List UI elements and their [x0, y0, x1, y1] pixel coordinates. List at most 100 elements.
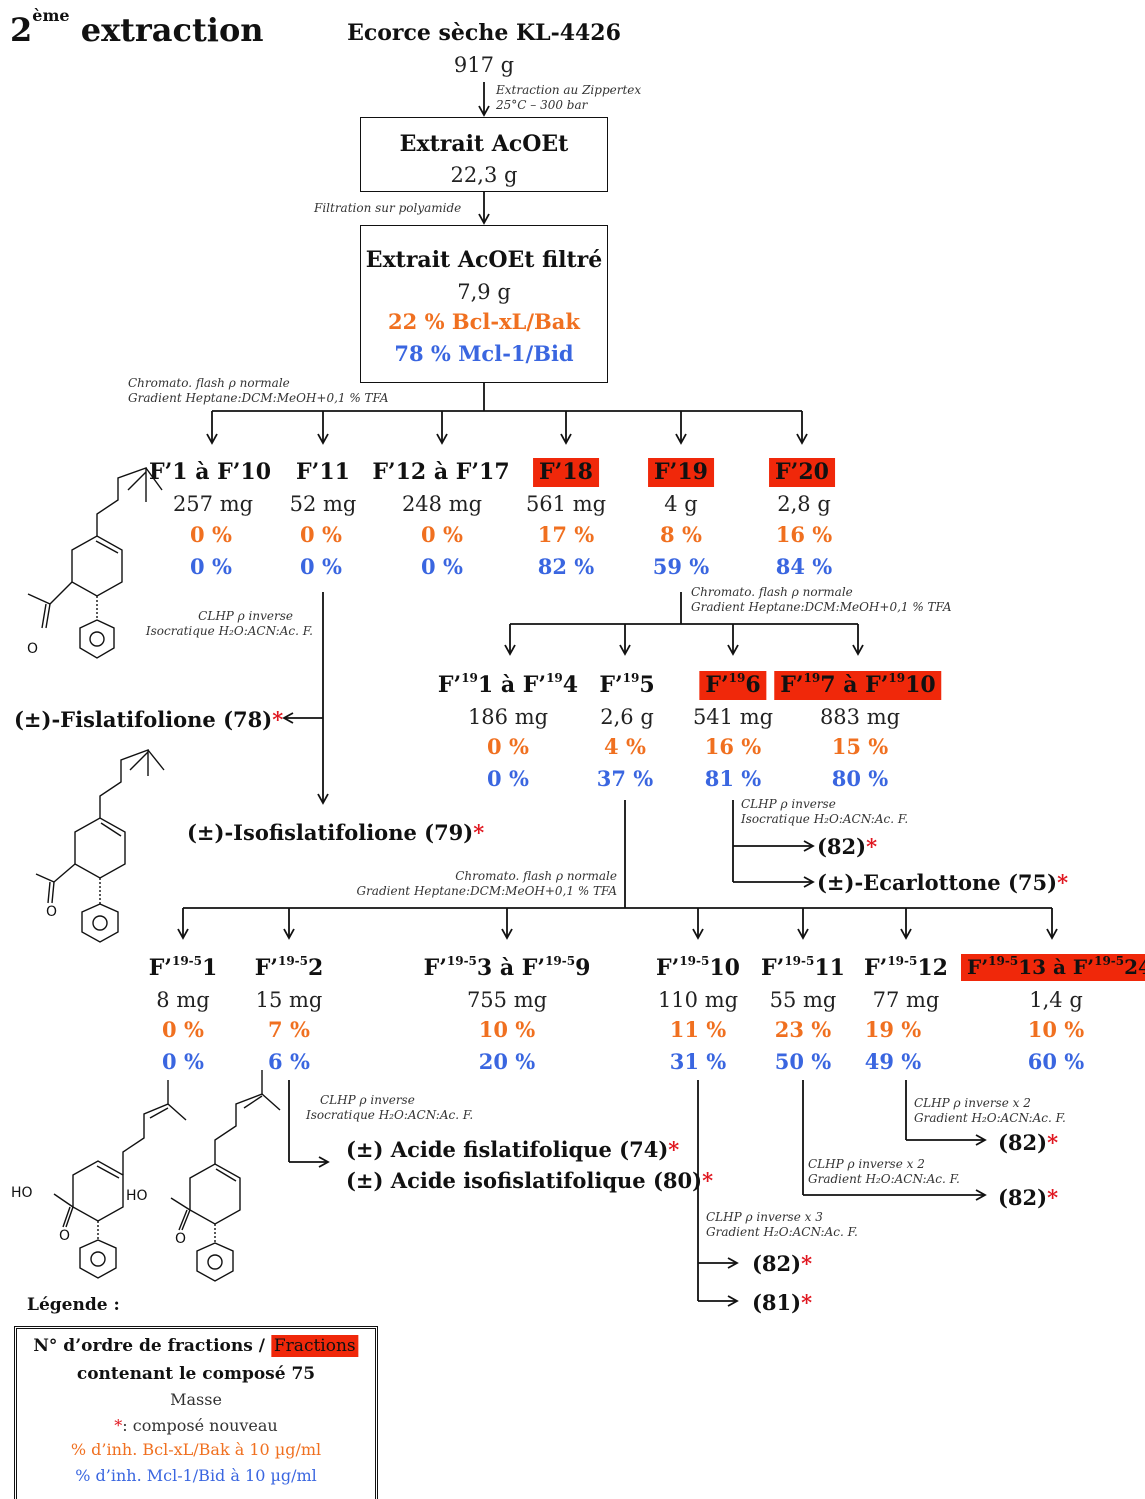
structure-label-ho: HO: [11, 1185, 33, 1201]
structure-label-o: O: [27, 641, 39, 657]
fraction-label: F’19-53 à F’19-59: [423, 954, 591, 981]
fraction-bcl: 11 %: [669, 1017, 727, 1042]
fraction-bcl: 0 %: [300, 522, 342, 547]
fraction-label: F’19-512: [864, 954, 948, 981]
fraction-mass: 110 mg: [657, 988, 739, 1012]
fraction-bcl: 19 %: [864, 1017, 922, 1042]
fraction-mass: 186 mg: [467, 705, 549, 729]
fraction-bcl: 16 %: [704, 734, 762, 759]
extract-label: Extrait AcOEt: [399, 131, 569, 157]
structure-fislatifolione: [27, 467, 163, 659]
page-title: 2ème extraction: [10, 6, 264, 49]
fraction-mass: 561 mg: [525, 492, 607, 516]
fraction-mcl: 37 %: [596, 766, 654, 791]
structure-label-o: O: [59, 1228, 71, 1244]
fraction-bcl: 0 %: [421, 522, 463, 547]
fraction-mass: 2,6 g: [600, 705, 654, 729]
legend-line-6: % d’inh. Mcl-1/Bid à 10 µg/ml: [75, 1466, 317, 1485]
fraction-mcl: 80 %: [831, 766, 889, 791]
fraction-mass: 257 mg: [172, 492, 254, 516]
fraction-bcl: 0 %: [190, 522, 232, 547]
compound-82: (82)*: [998, 1130, 1059, 1155]
extract-box: [360, 117, 608, 192]
fraction-mass: 4 g: [664, 492, 698, 516]
fraction-mass: 15 mg: [255, 988, 323, 1012]
compound-ecarlottone: (±)-Ecarlottone (75)*: [817, 870, 1069, 895]
fraction-bcl: 16 %: [775, 522, 833, 547]
fraction-mcl: 20 %: [478, 1049, 536, 1074]
fraction-mass: 1,4 g: [1029, 988, 1083, 1012]
fraction-label-highlighted: F’18: [533, 458, 599, 487]
compound-81: (81)*: [752, 1290, 813, 1315]
fraction-mcl: 31 %: [669, 1049, 727, 1074]
legend-box: N° d’ordre de fractions / Fractions cont…: [14, 1326, 378, 1499]
fraction-mcl: 0 %: [487, 766, 529, 791]
legend-line-5: % d’inh. Bcl-xL/Bak à 10 µg/ml: [70, 1440, 322, 1459]
fraction-label: F’19-510: [656, 954, 740, 981]
fraction-mcl: 0 %: [190, 554, 232, 579]
start-label: Ecorce sèche KL-4426: [347, 20, 621, 46]
fraction-mcl: 50 %: [774, 1049, 832, 1074]
fraction-mcl: 59 %: [652, 554, 710, 579]
structure-label-o: O: [175, 1231, 187, 1247]
structure-acide-fislatifolique: [53, 1080, 187, 1279]
fraction-mass: 755 mg: [466, 988, 548, 1012]
fraction-mcl: 0 %: [162, 1049, 204, 1074]
extract-mass: 22,3 g: [450, 163, 518, 187]
fraction-label: F’191 à F’194: [437, 671, 579, 698]
fraction-bcl: 10 %: [1027, 1017, 1085, 1042]
legend-line-2: contenant le composé 75: [76, 1364, 316, 1384]
compound-isofislatifolione: (±)-Isofislatifolione (79)*: [187, 820, 485, 845]
fraction-mass: 883 mg: [819, 705, 901, 729]
fraction-label-highlighted: F’197 à F’1910: [774, 671, 942, 700]
start-mass: 917 g: [453, 53, 515, 77]
fraction-label: F’19-52: [254, 954, 324, 981]
fraction-label-highlighted: F’19-513 à F’19-524: [961, 954, 1145, 981]
filtered-mass: 7,9 g: [457, 280, 511, 304]
step2-note: Filtration sur polyamide: [314, 201, 462, 215]
compound-acide-fislatifolique: (±) Acide fislatifolique (74)*: [346, 1137, 680, 1162]
legend-line-3: Masse: [170, 1390, 222, 1409]
fraction-bcl: 17 %: [537, 522, 595, 547]
fraction-mcl: 49 %: [864, 1049, 922, 1074]
fraction-label-highlighted: F’19: [648, 458, 714, 487]
fraction-label: F’11: [296, 459, 350, 485]
fraction-mcl: 0 %: [300, 554, 342, 579]
fraction-bcl: 0 %: [162, 1017, 204, 1042]
structure-acide-isofislatifolique: [170, 1070, 281, 1282]
fraction-bcl: 8 %: [660, 522, 702, 547]
fraction-label: F’19-51: [148, 954, 218, 981]
fraction-mcl: 60 %: [1027, 1049, 1085, 1074]
filtered-mcl: 78 % Mcl-1/Bid: [394, 341, 574, 366]
fraction-label-highlighted: F’196: [699, 671, 767, 700]
fraction-bcl: 7 %: [268, 1017, 310, 1042]
structure-label-ho: HO: [126, 1188, 148, 1204]
structure-isofislatifolione: [35, 748, 165, 943]
compound-acide-isofislatifolique: (±) Acide isofislatifolique (80)*: [346, 1168, 714, 1193]
structure-label-o: O: [46, 904, 58, 920]
fraction-mass: 248 mg: [401, 492, 483, 516]
fraction-mass: 541 mg: [692, 705, 774, 729]
fraction-bcl: 10 %: [478, 1017, 536, 1042]
fraction-bcl: 23 %: [774, 1017, 832, 1042]
filtered-label: Extrait AcOEt filtré: [365, 247, 603, 273]
fraction-label: F’19-511: [761, 954, 845, 981]
legend-line-1: N° d’ordre de fractions / Fractions: [33, 1335, 359, 1357]
fraction-mcl: 82 %: [537, 554, 595, 579]
fraction-mcl: 84 %: [775, 554, 833, 579]
fraction-bcl: 0 %: [487, 734, 529, 759]
compound-82: (82)*: [817, 834, 878, 859]
fraction-mcl: 81 %: [704, 766, 762, 791]
filtered-bcl: 22 % Bcl-xL/Bak: [388, 309, 580, 334]
fraction-bcl: 15 %: [831, 734, 889, 759]
fraction-mass: 8 mg: [156, 988, 210, 1012]
